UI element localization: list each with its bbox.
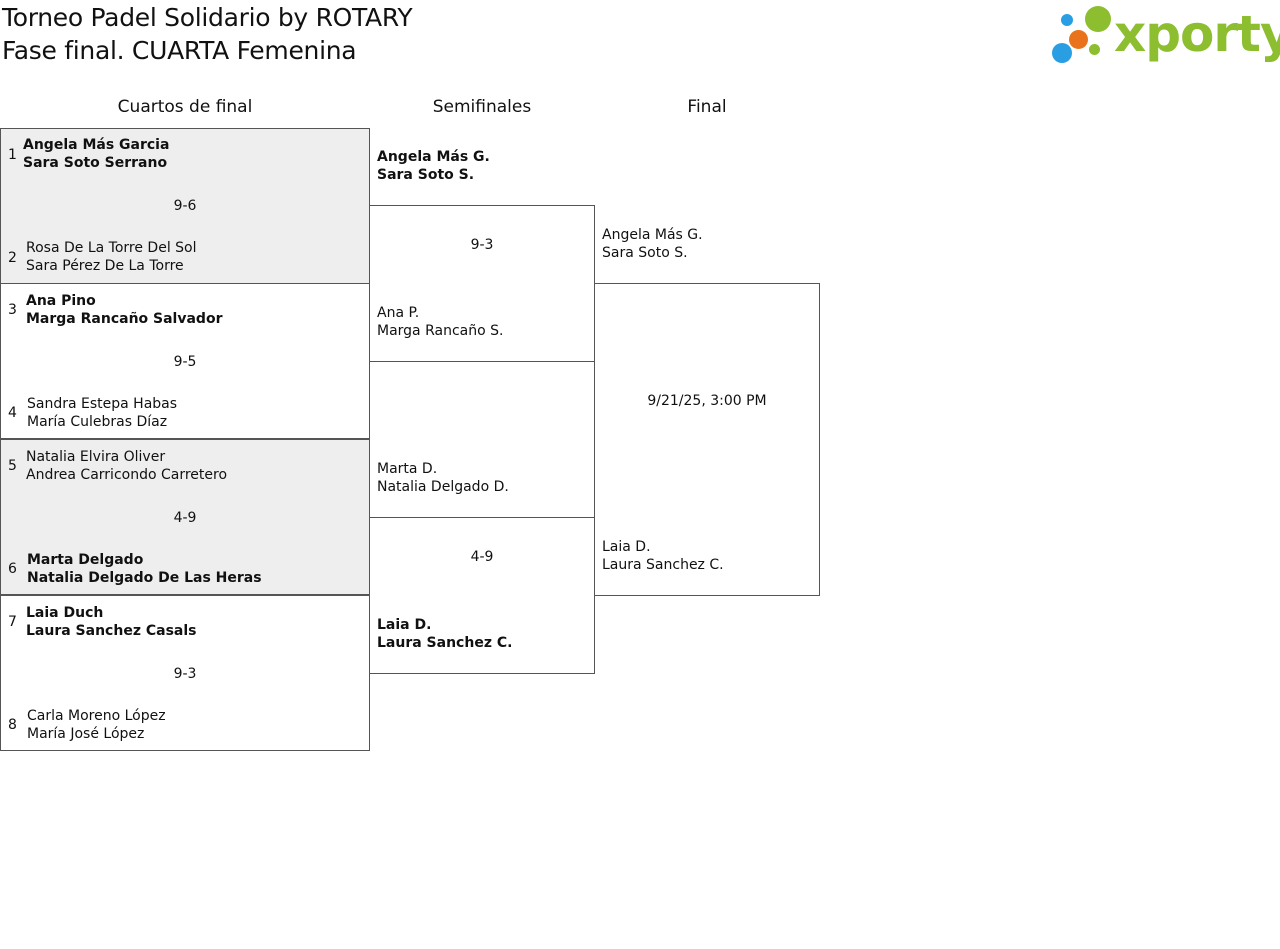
seed-number: 4 <box>8 405 17 421</box>
seed-number: 2 <box>8 250 17 266</box>
match-score: 9-5 <box>173 354 197 370</box>
player-name: María Culebras Díaz <box>27 414 168 430</box>
match-score: 9-3 <box>470 237 494 253</box>
player-name: Carla Moreno López <box>27 708 166 724</box>
semifinal-2-team-bottom: Laia D. Laura Sanchez C. <box>377 616 512 652</box>
player-name: Marga Rancaño S. <box>377 323 504 339</box>
match-score: 4-9 <box>173 510 197 526</box>
team-bottom: Carla Moreno López María José López <box>27 707 166 743</box>
team-top: Natalia Elvira Oliver Andrea Carricondo … <box>26 448 227 484</box>
match-score: 9-3 <box>173 666 197 682</box>
semifinal-match-1[interactable]: 9-3 Ana P. Marga Rancaño S. <box>369 205 595 362</box>
player-name: Sara Pérez De La Torre <box>26 258 184 274</box>
seed-number: 5 <box>8 458 17 474</box>
semifinal-match-2[interactable]: 4-9 Laia D. Laura Sanchez C. <box>369 517 595 674</box>
logo-dot-icon <box>1069 30 1088 49</box>
player-name: Sandra Estepa Habas <box>27 396 178 412</box>
player-name: Laia D. <box>377 617 432 633</box>
logo-dot-icon <box>1085 6 1111 32</box>
team-bottom: Sandra Estepa Habas María Culebras Díaz <box>27 395 177 431</box>
player-name: Sara Soto S. <box>377 167 475 183</box>
seed-number: 8 <box>8 717 17 733</box>
final-team-top: Angela Más G. Sara Soto S. <box>602 226 703 262</box>
player-name: Laia D. <box>602 539 651 555</box>
seed-number: 3 <box>8 302 17 318</box>
player-name: Natalia Delgado De Las Heras <box>27 570 262 586</box>
final-team-bottom: Laia D. Laura Sanchez C. <box>602 538 724 574</box>
team-top: Ana Pino Marga Rancaño Salvador <box>26 292 222 328</box>
logo-text: xporty <box>1114 5 1280 63</box>
match-score: 4-9 <box>470 549 494 565</box>
quarterfinal-match-3[interactable]: 5 Natalia Elvira Oliver Andrea Carricond… <box>0 439 370 595</box>
tournament-title: Torneo Padel Solidario by ROTARY <box>2 3 413 32</box>
semifinal-2-team-top: Marta D. Natalia Delgado D. <box>377 460 509 496</box>
player-name: Sara Soto Serrano <box>23 155 168 171</box>
player-name: Rosa De La Torre Del Sol <box>26 240 197 256</box>
player-name: Sara Soto S. <box>602 245 688 261</box>
quarterfinal-match-4[interactable]: 7 Laia Duch Laura Sanchez Casals 9-3 8 C… <box>0 595 370 751</box>
round-heading-final: Final <box>687 97 727 117</box>
player-name: Marta Delgado <box>27 552 144 568</box>
round-heading-semifinals: Semifinales <box>432 97 532 117</box>
team-top: Angela Más Garcia Sara Soto Serrano <box>23 136 169 172</box>
match-score: 9-6 <box>173 198 197 214</box>
player-name: Marta D. <box>377 461 438 477</box>
player-name: Ana Pino <box>26 293 96 309</box>
xporty-logo: xporty <box>1050 4 1280 68</box>
logo-dot-icon <box>1089 44 1100 55</box>
team-bottom: Marta Delgado Natalia Delgado De Las Her… <box>27 551 262 587</box>
seed-number: 1 <box>8 147 17 163</box>
seed-number: 6 <box>8 561 17 577</box>
player-name: Andrea Carricondo Carretero <box>26 467 228 483</box>
player-name: Laura Sanchez C. <box>602 557 724 573</box>
player-name: Laia Duch <box>26 605 104 621</box>
round-heading-quarterfinals: Cuartos de final <box>117 97 253 117</box>
player-name: Angela Más G. <box>377 149 490 165</box>
seed-number: 7 <box>8 614 17 630</box>
player-name: Ana P. <box>377 305 420 321</box>
player-name: Laura Sanchez C. <box>377 635 513 651</box>
player-name: Natalia Delgado D. <box>377 479 509 495</box>
player-name: María José López <box>27 726 145 742</box>
quarterfinal-match-2[interactable]: 3 Ana Pino Marga Rancaño Salvador 9-5 4 … <box>0 283 370 439</box>
player-name: Angela Más G. <box>602 227 703 243</box>
semifinal-1-team-top: Angela Más G. Sara Soto S. <box>377 148 490 184</box>
team-bottom: Rosa De La Torre Del Sol Sara Pérez De L… <box>26 239 197 275</box>
player-name: Natalia Elvira Oliver <box>26 449 166 465</box>
final-match[interactable]: 9/21/25, 3:00 PM Laia D. Laura Sanchez C… <box>594 283 820 596</box>
logo-dot-icon <box>1061 14 1073 26</box>
tournament-phase-title: Fase final. CUARTA Femenina <box>2 36 357 65</box>
quarterfinal-match-1[interactable]: 1 Angela Más Garcia Sara Soto Serrano 9-… <box>0 128 370 284</box>
player-name: Laura Sanchez Casals <box>26 623 197 639</box>
player-name: Marga Rancaño Salvador <box>26 311 223 327</box>
player-name: Angela Más Garcia <box>23 137 170 153</box>
team-top: Laia Duch Laura Sanchez Casals <box>26 604 196 640</box>
semifinal-1-team-bottom: Ana P. Marga Rancaño S. <box>377 304 503 340</box>
final-datetime: 9/21/25, 3:00 PM <box>647 393 767 409</box>
logo-dot-icon <box>1052 43 1072 63</box>
